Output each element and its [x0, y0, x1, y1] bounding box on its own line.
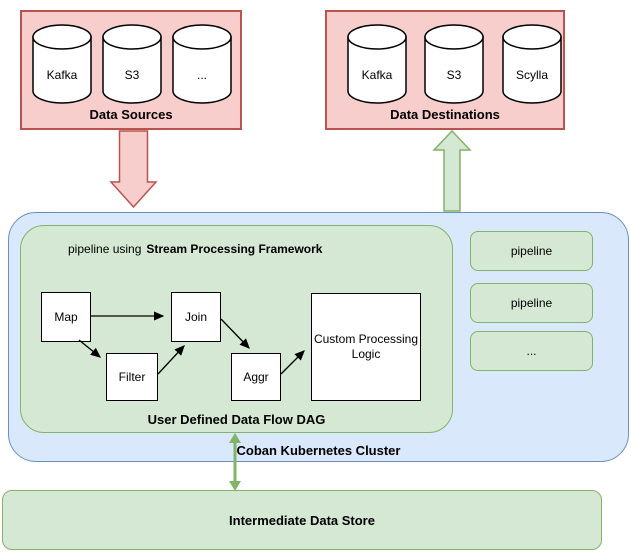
database-cylinder-icon: [172, 24, 232, 104]
dag-node-aggr: Aggr: [231, 353, 281, 401]
database-cylinder-icon: [102, 24, 162, 104]
dag-caption: User Defined Data Flow DAG: [147, 412, 326, 427]
cluster-label: Coban Kubernetes Cluster: [236, 443, 401, 458]
dag-node-custom-processing-logic: Custom Processing Logic: [311, 293, 421, 401]
dag-node-map: Map: [41, 292, 91, 342]
data-source-cylinder-more: ...: [172, 24, 232, 104]
data-source-cylinder-s3: S3: [102, 24, 162, 104]
intermediate-data-store-box: Intermediate Data Store: [2, 490, 602, 550]
dag-node-filter: Filter: [106, 353, 158, 401]
dag-node-join: Join: [171, 292, 221, 342]
pipeline-box-more: ...: [470, 331, 593, 371]
data-destinations-box: Kafka S3 Scylla Data Destinations: [325, 10, 565, 130]
data-destination-label: S3: [446, 68, 462, 82]
data-source-label: S3: [124, 68, 140, 82]
data-sources-title: Data Sources: [89, 107, 173, 122]
cluster-to-destinations-arrow: [432, 129, 472, 212]
data-destination-label: Kafka: [361, 68, 393, 82]
sources-to-cluster-arrow: [109, 130, 158, 209]
intermediate-data-store-label: Intermediate Data Store: [229, 512, 375, 528]
dag-pipeline-box: pipeline using Stream Processing Framewor…: [20, 225, 453, 433]
dag-title-regular: pipeline using: [68, 242, 142, 256]
data-destination-label: Scylla: [515, 68, 548, 82]
pipeline-box-1: pipeline: [470, 231, 593, 271]
database-cylinder-icon: [502, 24, 562, 104]
dag-pipeline-title: pipeline using Stream Processing Framewor…: [68, 242, 322, 256]
data-source-label: ...: [196, 68, 207, 82]
data-destination-cylinder-s3: S3: [424, 24, 484, 104]
data-source-label: Kafka: [46, 68, 78, 82]
coban-kubernetes-cluster-box: pipeline using Stream Processing Framewor…: [8, 212, 629, 462]
data-destinations-title: Data Destinations: [390, 107, 500, 122]
dag-title-bold: Stream Processing Framework: [146, 242, 323, 256]
database-cylinder-icon: [424, 24, 484, 104]
data-source-cylinder-kafka: Kafka: [32, 24, 92, 104]
database-cylinder-icon: [347, 24, 407, 104]
data-destination-cylinder-kafka: Kafka: [347, 24, 407, 104]
data-destination-cylinder-scylla: Scylla: [502, 24, 562, 104]
pipeline-box-2: pipeline: [470, 283, 593, 323]
data-sources-box: Kafka S3 ... Data Sources: [20, 10, 242, 130]
database-cylinder-icon: [32, 24, 92, 104]
